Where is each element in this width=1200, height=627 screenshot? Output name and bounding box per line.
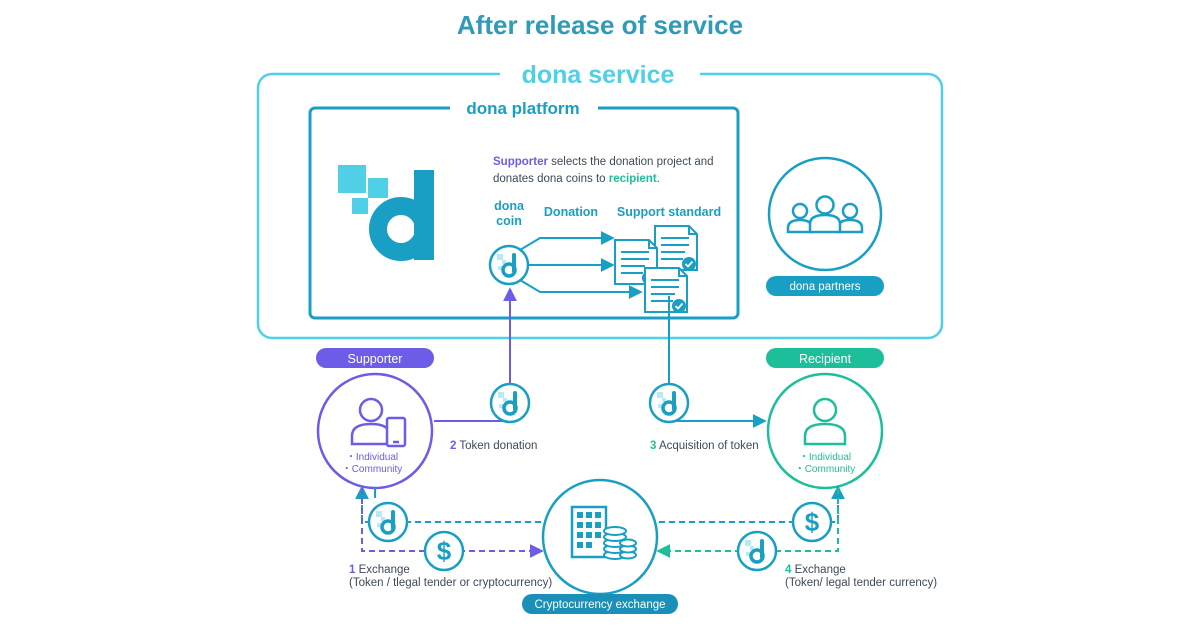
- dona-partners-pill: [766, 276, 884, 296]
- person-icon: [803, 397, 847, 446]
- recipient-label: Recipient: [799, 352, 852, 366]
- step-3-label: 3 Acquisition of token: [650, 440, 759, 452]
- step-1-sub: (Token / tlegal tender or cryptocurrency…: [349, 577, 552, 589]
- col-support-standard: Support standard: [617, 205, 721, 219]
- document-check-icon: [614, 225, 698, 314]
- dona-logo-icon: [338, 165, 434, 261]
- dona-platform-label: dona platform: [466, 99, 579, 118]
- col-dona-coin-1: dona: [494, 199, 525, 213]
- supporter-individual: ・Individual: [346, 452, 398, 463]
- platform-description-line1: Supporter selects the donation project a…: [493, 156, 714, 168]
- exchange-pill: [522, 594, 678, 614]
- building-icon: [570, 505, 637, 560]
- dona-coin-icon: [367, 501, 409, 543]
- page-title: After release of service: [457, 10, 743, 40]
- recipient-pill: [766, 348, 884, 368]
- dona-coin-icon: [488, 244, 530, 286]
- col-donation: Donation: [544, 205, 598, 219]
- dollar-coin-icon: [791, 501, 833, 543]
- step-4-label: 4 Exchange: [785, 564, 846, 576]
- recipient-individual: ・Individual: [799, 452, 851, 463]
- recipient-community: ・Community: [795, 464, 856, 475]
- dollar-coin-icon: [423, 530, 465, 572]
- step-4-sub: (Token/ legal tender currency): [785, 577, 937, 589]
- col-dona-coin-2: coin: [496, 214, 522, 228]
- dona-coin-icon: [489, 382, 531, 424]
- exchange-label: Cryptocurrency exchange: [534, 599, 665, 611]
- dona-coin-icon: [648, 382, 690, 424]
- dona-coin-icon: [736, 530, 778, 572]
- supporter-pill: [316, 348, 434, 368]
- step-2-label: 2 Token donation: [450, 440, 537, 452]
- dona-partners-label: dona partners: [790, 281, 861, 293]
- supporter-label: Supporter: [348, 352, 403, 366]
- step-1-label: 1 Exchange: [349, 564, 410, 576]
- person-phone-icon: [350, 397, 407, 448]
- platform-description-line2: donates dona coins to recipient.: [493, 173, 660, 185]
- dona-service-label: dona service: [522, 61, 675, 89]
- supporter-community: ・Community: [342, 464, 403, 475]
